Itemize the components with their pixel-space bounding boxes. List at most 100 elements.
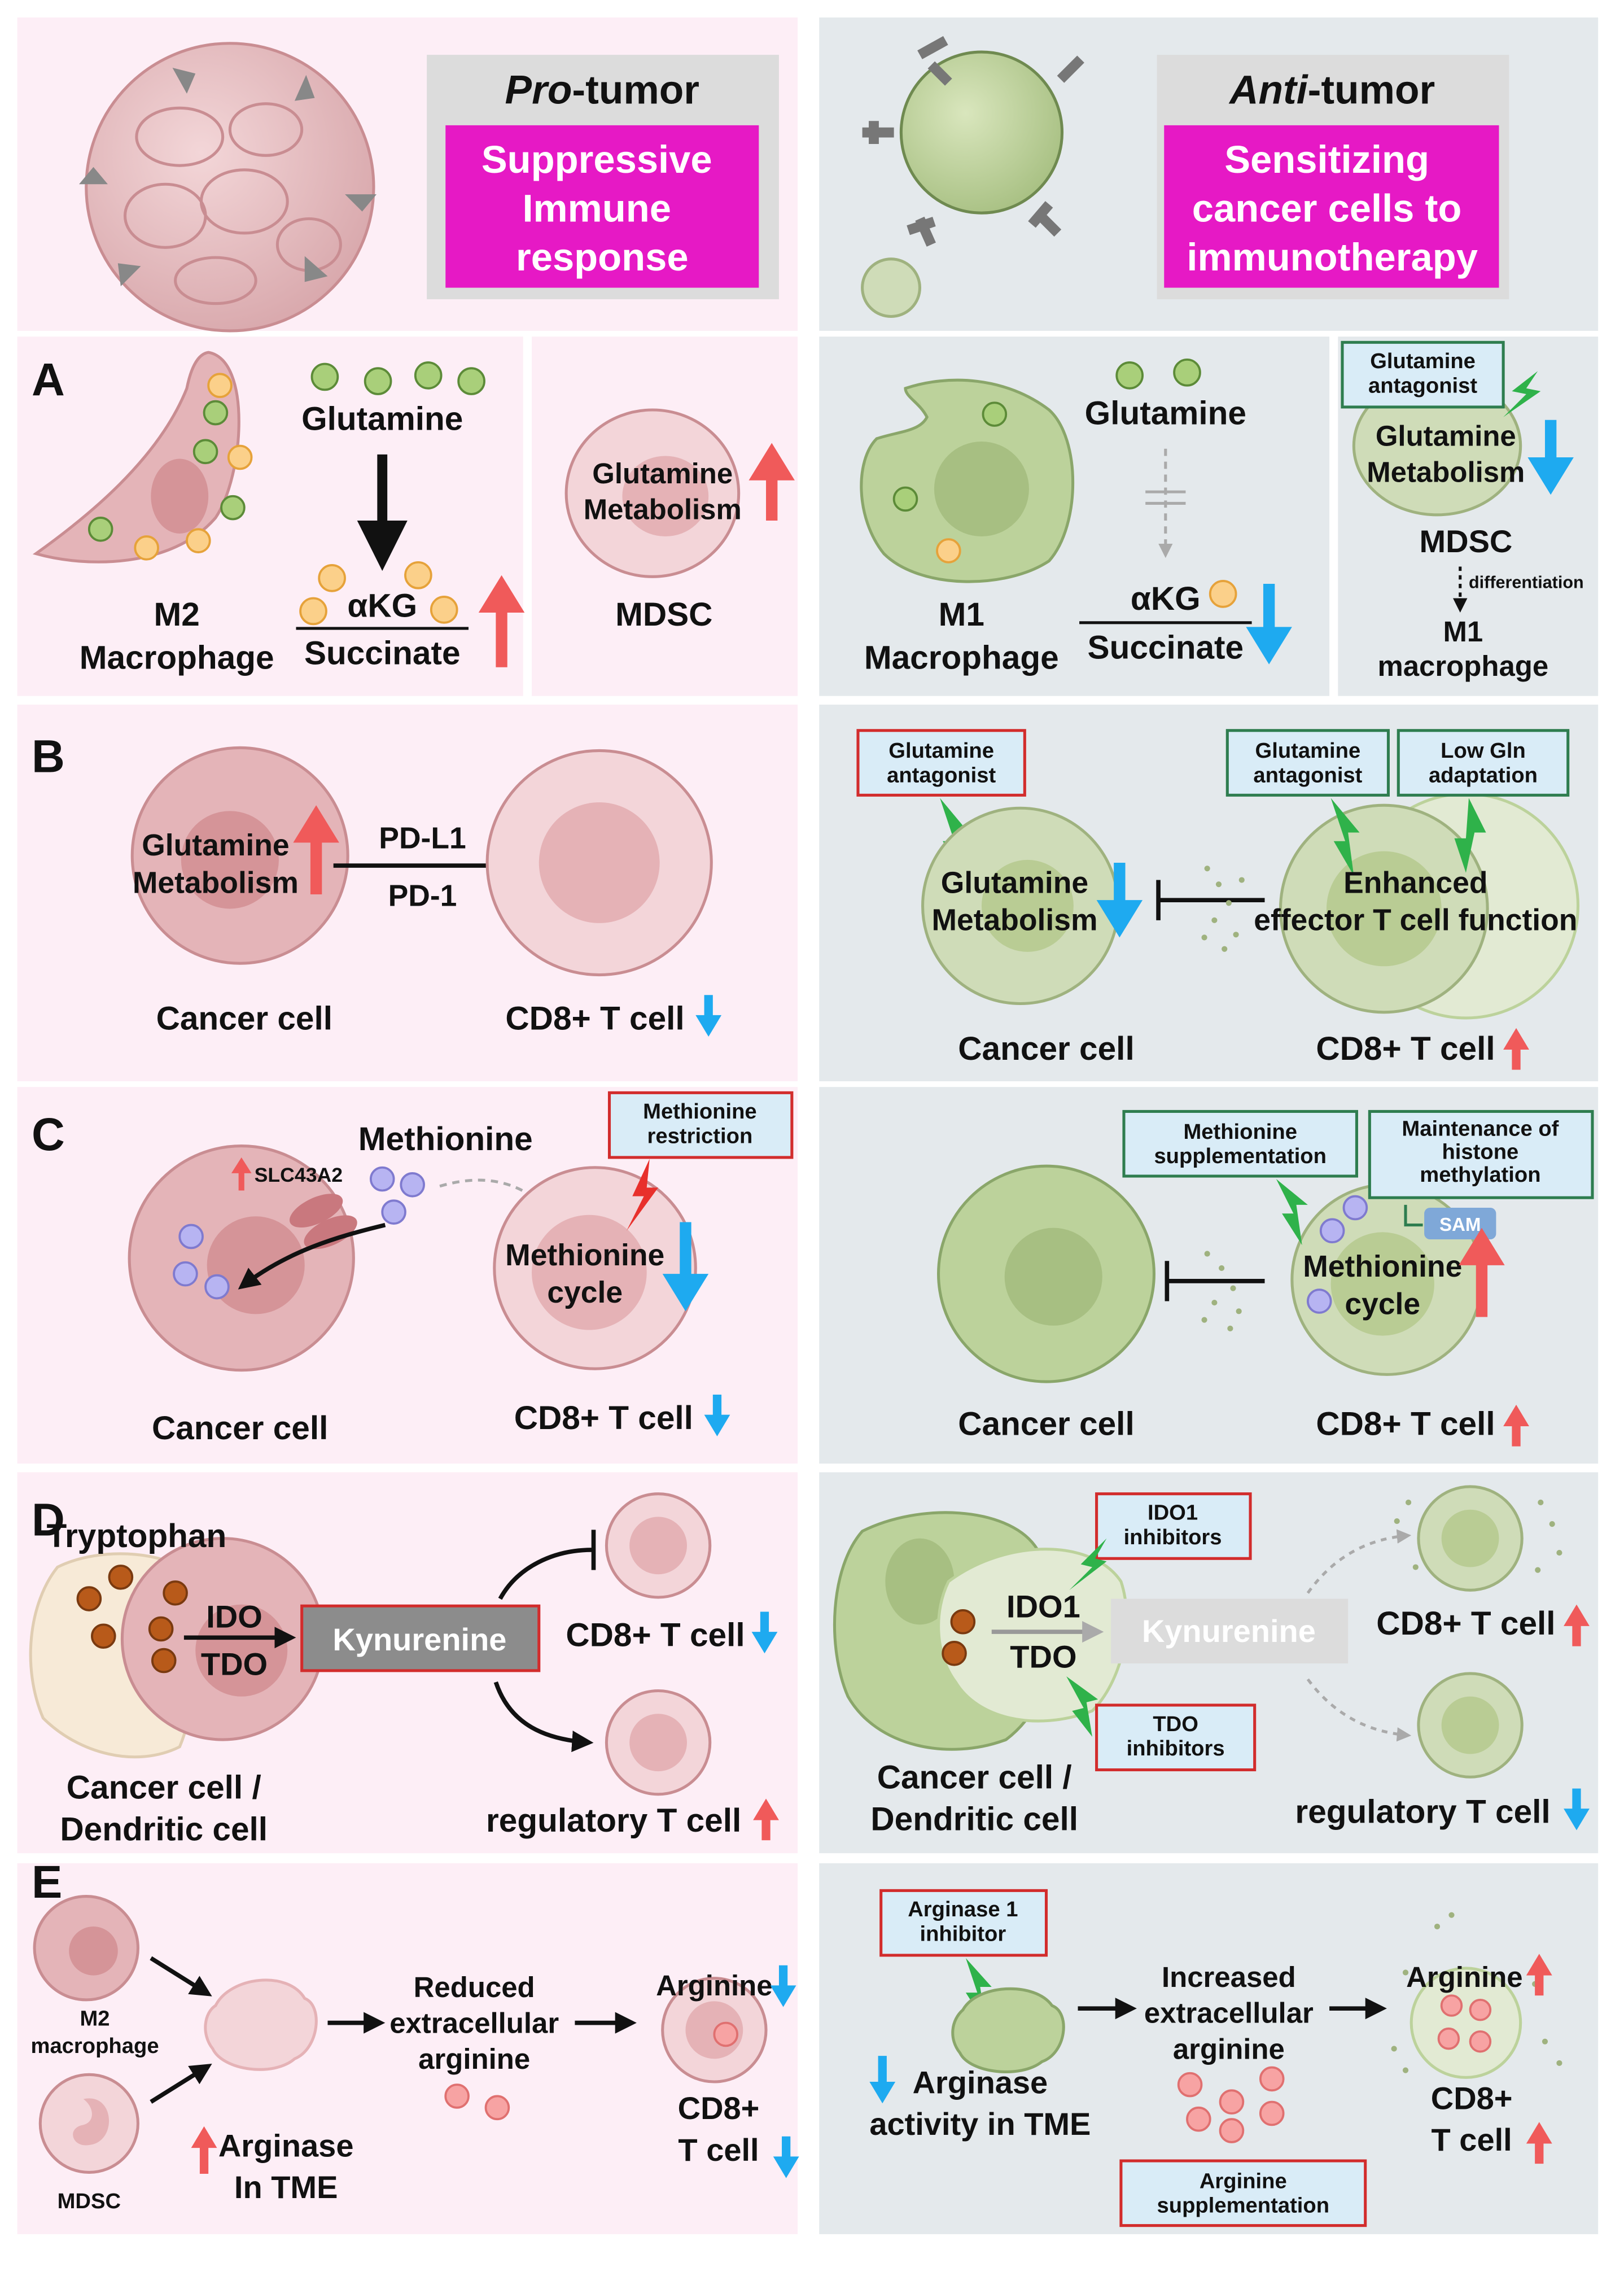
secretion-dots-c xyxy=(1201,1251,1242,1331)
inhibit-curve-d xyxy=(498,1548,592,1600)
secretion-dots-d xyxy=(1394,1499,1562,1573)
m1-glutamine-dot xyxy=(982,401,1008,427)
panel-letter-a: A xyxy=(32,355,65,406)
blocked-curve-d2 xyxy=(1306,1678,1412,1742)
down-arrow-d xyxy=(751,1611,778,1654)
suppressive-label: Suppressive Immune response xyxy=(481,138,723,279)
cancer-cell-label-c: Cancer cell xyxy=(152,1410,328,1447)
m2-nucleus-e xyxy=(69,1926,118,1976)
down-arrow-d-anti xyxy=(1564,1788,1590,1831)
glutamine-antagonist-box-b1 xyxy=(856,729,1026,797)
arginine-supplementation-box xyxy=(1119,2159,1367,2227)
tumor-pink xyxy=(85,42,375,333)
succinate-label-a-anti: Succinate xyxy=(1088,629,1244,666)
panel-d: D Tryptophan IDO TDO Kynurenine CD8+ T c… xyxy=(29,1485,1590,1847)
slc43a2-label: SLC43A2 xyxy=(255,1164,343,1186)
slc-up-arrow xyxy=(231,1157,252,1191)
cd8-nucleus-d xyxy=(629,1517,687,1575)
blocked-curve-d1 xyxy=(1306,1529,1412,1594)
tryptophan-dots xyxy=(76,1565,188,1674)
treg-nucleus-d-anti xyxy=(1441,1696,1499,1754)
akg-dots-m2 xyxy=(134,373,253,561)
tdo-label-anti: TDO xyxy=(1010,1639,1076,1675)
cancer-dc-label-d-anti: Cancer cell /Dendritic cell xyxy=(870,1759,1078,1838)
sensitizing-box xyxy=(1164,125,1499,288)
m2-nucleus xyxy=(151,458,209,534)
blocker-icons xyxy=(862,36,1084,247)
header-anti-tumor: Anti-tumor Sensitizing cancer cells to i… xyxy=(861,36,1509,318)
cancer-cell-label-b-anti: Cancer cell xyxy=(958,1030,1134,1067)
kynurenine-label-anti: Kynurenine xyxy=(1142,1613,1316,1649)
m2-to-arginase-arrow xyxy=(150,1956,212,1997)
arginine-label-e-anti: Arginine xyxy=(1406,1961,1522,1993)
glutamine-dots-top xyxy=(310,361,485,395)
lightning-d2 xyxy=(1066,1676,1098,1737)
methionine-uptake-arrow xyxy=(238,1222,386,1290)
kynurenine-box-anti xyxy=(1111,1598,1349,1664)
anti-tumor-title: Anti-tumor xyxy=(1228,68,1435,113)
cancer-nucleus-d xyxy=(195,1604,288,1697)
cancer-nucleus-d-anti xyxy=(885,1538,955,1625)
tdo-label: TDO xyxy=(201,1646,268,1681)
panel-letter-b: B xyxy=(32,731,65,783)
akg-dot-anti xyxy=(1209,580,1237,608)
down-arrow-b-anti xyxy=(1096,862,1143,938)
methionine-supplementation-box xyxy=(1122,1109,1358,1178)
glutamine-antagonist-box-b2 xyxy=(1225,729,1390,797)
tumor-green xyxy=(899,50,1064,215)
m1-glutamine-dot-2 xyxy=(892,486,918,512)
ido-label: IDO xyxy=(206,1598,262,1634)
sam-badge xyxy=(1424,1208,1496,1240)
arginase-blob-anti xyxy=(951,1987,1065,2073)
t-cell-small xyxy=(861,257,921,318)
up-arrow-d xyxy=(753,1798,779,1841)
cancer-nucleus-c xyxy=(207,1216,305,1314)
up-arrow-b xyxy=(293,805,339,894)
cancer-cell-label-b: Cancer cell xyxy=(156,1000,332,1037)
secretion-dots-b xyxy=(1201,866,1245,952)
tdo-inhibitors-box xyxy=(1095,1703,1257,1772)
kynurenine-label: Kynurenine xyxy=(332,1622,506,1657)
cd8-label-e: CD8+T cell xyxy=(678,2090,760,2168)
cd8-label-b: CD8+ T cell xyxy=(505,1000,684,1037)
up-arrow-c-anti xyxy=(1459,1227,1505,1317)
growth-arrows xyxy=(79,68,377,287)
sam-arrow xyxy=(1404,1204,1423,1227)
down-arrow-c xyxy=(662,1222,709,1312)
mdsc-nucleus-e xyxy=(73,2098,110,2146)
up-arrow-mdsc xyxy=(748,443,795,521)
red-lightning-c xyxy=(627,1159,659,1231)
t-cell-b-nucleus xyxy=(1326,851,1442,967)
glutamine-antagonist-box-a xyxy=(1341,340,1505,409)
arginine-in-cell-e-anti xyxy=(1437,1994,1492,2053)
transporter-1 xyxy=(289,1194,343,1228)
tryptophan-label: Tryptophan xyxy=(46,1518,226,1554)
pdl1-label: PD-L1 xyxy=(379,822,466,855)
treg-curve-d xyxy=(493,1681,594,1753)
differentiation-label: differentiation xyxy=(1469,573,1584,592)
lightning-b3 xyxy=(1454,798,1486,873)
transporter-2 xyxy=(304,1215,357,1250)
lightning-a xyxy=(1503,371,1541,417)
cd8-label-c: CD8+ T cell xyxy=(514,1400,693,1436)
glutamine-dot-b1 xyxy=(1115,361,1144,390)
